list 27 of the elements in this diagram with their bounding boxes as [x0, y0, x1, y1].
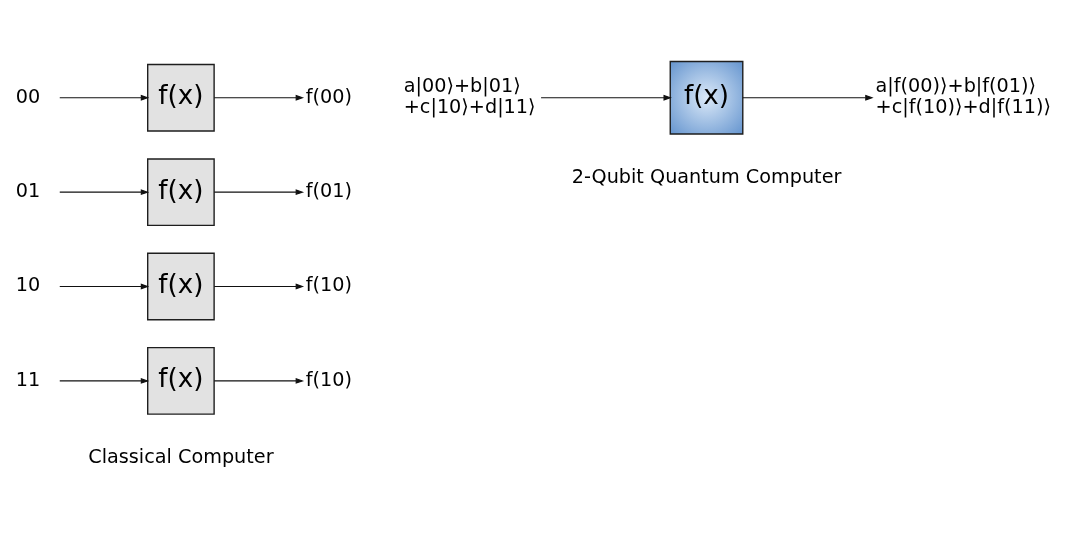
- node-text: a|00⟩+b|01⟩ +c|10⟩+d|11⟩: [403, 73, 536, 118]
- node-text: 01: [15, 178, 41, 202]
- node-text: 10: [15, 272, 41, 296]
- node-box: f(x): [147, 63, 215, 132]
- node-box: f(x): [669, 60, 744, 135]
- node-text: a|f(00)⟩+b|f(01)⟩ +c|f(10)⟩+d|f(11)⟩: [875, 73, 1051, 118]
- node-box: f(x): [147, 346, 215, 415]
- arrow: [59, 283, 150, 289]
- arrow: [540, 94, 672, 101]
- node-text: 11: [15, 367, 41, 391]
- arrow: [213, 188, 305, 195]
- node-text: f(01): [305, 178, 353, 202]
- node-text: f(00): [305, 84, 353, 108]
- arrow: [59, 377, 150, 384]
- label: Classical Computer: [88, 444, 274, 468]
- arrow: [59, 188, 150, 195]
- node-box: f(x): [147, 157, 215, 226]
- arrow: [742, 94, 874, 101]
- arrow: [213, 283, 305, 289]
- node-text: f(10): [305, 367, 353, 391]
- arrow: [213, 94, 305, 101]
- node-text: 00: [15, 84, 41, 108]
- node-text: f(10): [305, 272, 353, 296]
- node-box: f(x): [147, 252, 215, 320]
- arrow: [59, 94, 150, 101]
- label: 2-Qubit Quantum Computer: [571, 164, 842, 188]
- arrow: [213, 377, 305, 384]
